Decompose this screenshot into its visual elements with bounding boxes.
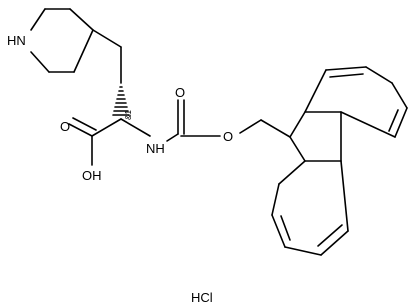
piperidine-ring	[30, 8, 94, 73]
carbamate-bonds	[166, 99, 291, 142]
fluorene-five-ring	[289, 111, 342, 162]
acid-carbonyl-oxygen-label: O	[60, 119, 70, 134]
side-chain-bonds	[92, 29, 151, 137]
carbamate-carbonyl-oxygen-label: O	[175, 85, 185, 100]
ester-oxygen-label: O	[223, 129, 233, 144]
fluorene-lower-benzene	[271, 160, 349, 256]
amide-nh-label: NH	[146, 141, 165, 156]
piperidine-nh-label: HN	[7, 33, 26, 48]
carboxylic-acid-bonds	[68, 117, 122, 166]
salt-label: HCl	[191, 290, 213, 305]
acid-hydroxyl-label: OH	[82, 168, 102, 183]
fluorene-upper-benzene	[304, 66, 408, 138]
stereo-hashed-wedge	[112, 86, 130, 116]
stereo-descriptor-label: &1	[124, 110, 133, 120]
